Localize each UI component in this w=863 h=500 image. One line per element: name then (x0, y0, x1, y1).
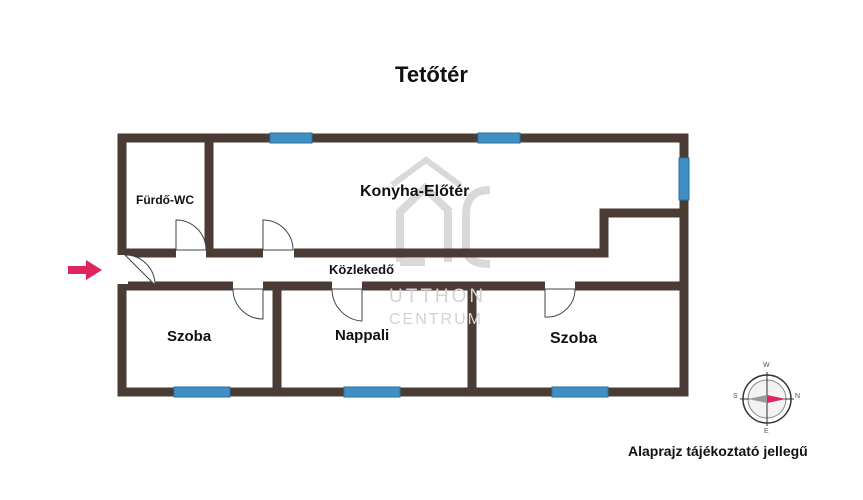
door-szoba-left-icon (232, 288, 264, 320)
windows (173, 132, 690, 398)
room-label-nappali: Nappali (335, 327, 390, 344)
compass-icon (740, 372, 794, 426)
window-right (678, 157, 690, 201)
compass-south: S (733, 393, 738, 400)
room-label-furdo: Fürdő-WC (136, 193, 194, 207)
window-bottom-1 (173, 386, 231, 398)
door-szoba-right-icon (544, 288, 576, 318)
window-top-2 (477, 132, 521, 144)
watermark-roof (390, 156, 462, 188)
door-bathroom-icon (175, 219, 207, 251)
window-bottom-3 (551, 386, 609, 398)
door-openings (116, 247, 575, 292)
compass-west: W (763, 362, 770, 369)
watermark-line2: CENTRUM (389, 311, 483, 328)
window-bottom-2 (343, 386, 401, 398)
door-entrance-icon (123, 254, 156, 287)
plan-title: Tetőtér (395, 62, 468, 87)
room-label-kozlekedo: Közlekedő (329, 262, 395, 277)
compass-north: N (795, 393, 801, 400)
room-label-szoba-right: Szoba (550, 330, 598, 347)
entrance-arrow-icon (68, 260, 102, 280)
room-label-szoba-left: Szoba (167, 328, 212, 345)
watermark-line1: UTTHON (389, 286, 487, 307)
watermark-logo (396, 182, 491, 268)
compass-east: E (764, 428, 769, 435)
disclaimer-note: Alaprajz tájékoztató jellegű (628, 443, 808, 459)
door-nappali-icon (331, 288, 363, 322)
door-swings (123, 219, 576, 322)
room-label-konyha: Konyha-Előtér (360, 183, 470, 200)
window-top-1 (269, 132, 313, 144)
door-kitchen-icon (262, 219, 294, 251)
